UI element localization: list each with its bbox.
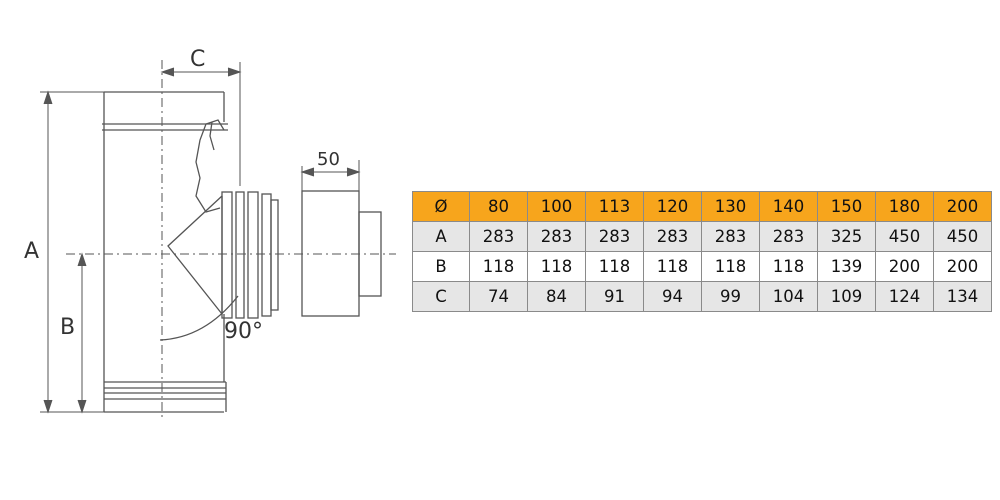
dimension-label-b: B bbox=[60, 315, 75, 340]
table-cell: 450 bbox=[933, 221, 992, 252]
table-cell: 283 bbox=[759, 221, 818, 252]
table-header-cell: 200 bbox=[933, 191, 992, 222]
table-cell: B bbox=[412, 251, 470, 282]
table-cell: 325 bbox=[817, 221, 876, 252]
table-cell: 94 bbox=[643, 281, 702, 312]
table-header-cell: 80 bbox=[469, 191, 528, 222]
table-cell: 283 bbox=[701, 221, 760, 252]
table-cell: 118 bbox=[585, 251, 644, 282]
table-header-cell: 180 bbox=[875, 191, 934, 222]
table-header-cell: 150 bbox=[817, 191, 876, 222]
table-cell: 118 bbox=[643, 251, 702, 282]
table-cell: 118 bbox=[759, 251, 818, 282]
dimension-label-a: A bbox=[24, 239, 39, 264]
table-header-cell: 100 bbox=[527, 191, 586, 222]
table-header-row: Ø 80 100 113 120 130 140 150 180 200 bbox=[412, 191, 992, 222]
table-cell: 118 bbox=[527, 251, 586, 282]
table-header-cell: 140 bbox=[759, 191, 818, 222]
dimensions-table: Ø 80 100 113 120 130 140 150 180 200 A 2… bbox=[412, 191, 992, 312]
table-row: B 118 118 118 118 118 118 139 200 200 bbox=[412, 251, 992, 282]
table-header-cell: 113 bbox=[585, 191, 644, 222]
table-cell: 283 bbox=[585, 221, 644, 252]
table-header-cell: Ø bbox=[412, 191, 470, 222]
table-cell: C bbox=[412, 281, 470, 312]
table-cell: 109 bbox=[817, 281, 876, 312]
table-cell: 200 bbox=[875, 251, 934, 282]
table-cell: 84 bbox=[527, 281, 586, 312]
table-cell: 283 bbox=[527, 221, 586, 252]
tee-pipe bbox=[102, 91, 279, 413]
table-cell: 134 bbox=[933, 281, 992, 312]
angle-label: 90° bbox=[224, 319, 263, 344]
center-lines bbox=[66, 60, 396, 418]
table-cell: 104 bbox=[759, 281, 818, 312]
table-row: A 283 283 283 283 283 283 325 450 450 bbox=[412, 221, 992, 252]
table-header-cell: 130 bbox=[701, 191, 760, 222]
table-cell: 283 bbox=[469, 221, 528, 252]
dimension-label-c: C bbox=[190, 47, 205, 72]
table-cell: 200 bbox=[933, 251, 992, 282]
table-cell: 450 bbox=[875, 221, 934, 252]
table-row: C 74 84 91 94 99 104 109 124 134 bbox=[412, 281, 992, 312]
table-cell: 118 bbox=[701, 251, 760, 282]
table-cell: 118 bbox=[469, 251, 528, 282]
table-cell: 74 bbox=[469, 281, 528, 312]
dimension-lines bbox=[40, 62, 361, 414]
table-cell: 99 bbox=[701, 281, 760, 312]
table-cell: 124 bbox=[875, 281, 934, 312]
table-cell: 139 bbox=[817, 251, 876, 282]
table-header-cell: 120 bbox=[643, 191, 702, 222]
table-cell: A bbox=[412, 221, 470, 252]
dimension-label-cap-width: 50 bbox=[317, 149, 340, 170]
table-cell: 91 bbox=[585, 281, 644, 312]
table-cell: 283 bbox=[643, 221, 702, 252]
